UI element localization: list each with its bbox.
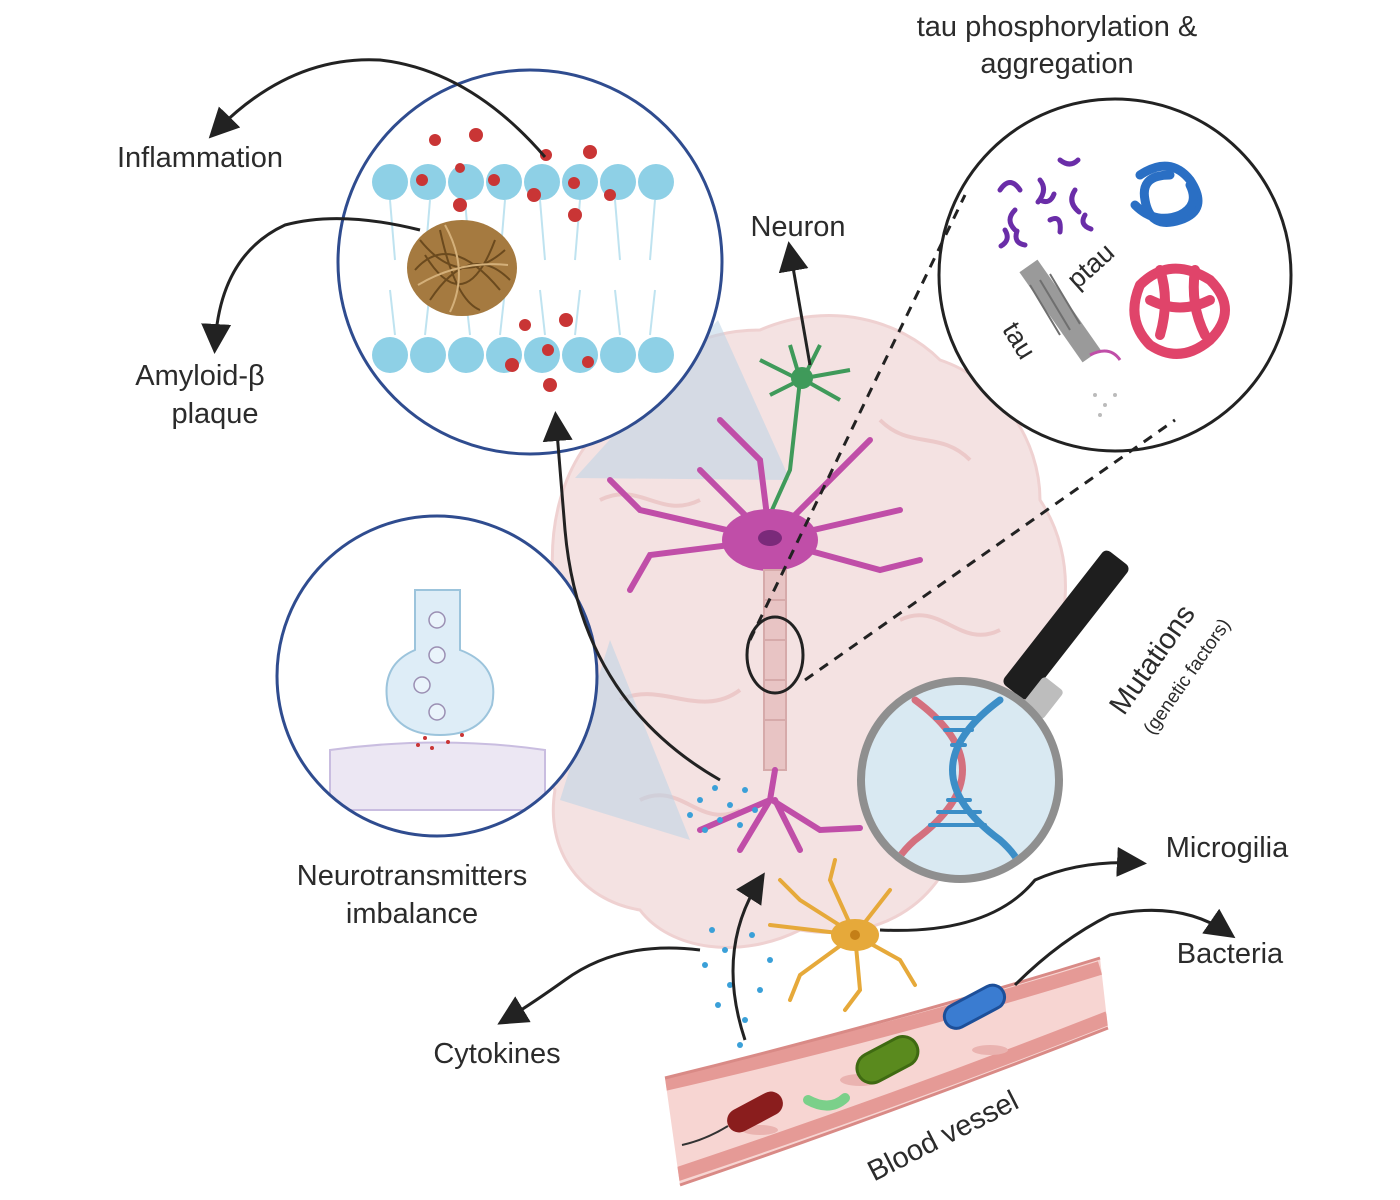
axon-zoom-ellipse <box>745 615 805 695</box>
arrow-synapse-to-membrane <box>542 411 721 782</box>
cytokine-dots <box>702 927 773 1048</box>
tau-tangle-red <box>1129 263 1230 359</box>
synapse-zoom-circle <box>275 514 599 838</box>
arrow-to-microglia <box>879 846 1147 932</box>
microglia-cell <box>768 858 917 1012</box>
magnifying-glass <box>857 550 1129 883</box>
label-tau-title-line1: tau phosphorylation & <box>917 11 1198 43</box>
label-amyloid-line1: Amyloid-β <box>135 360 264 392</box>
tau-fibril <box>1019 259 1122 363</box>
label-neuron: Neuron <box>750 211 845 243</box>
amyloid-monomers <box>416 128 616 392</box>
neurotransmitter-dots <box>687 785 758 833</box>
tau-dashed-connectors <box>748 194 1176 682</box>
arrows <box>201 58 1236 1041</box>
green-neuron <box>759 344 851 511</box>
label-amyloid-line2: plaque <box>171 398 258 430</box>
amyloid-plaque <box>407 220 517 316</box>
dna-helix-icon <box>890 696 1025 875</box>
synapse-projection-cone <box>560 640 690 840</box>
tau-tangle-blue <box>1130 161 1203 227</box>
arrow-cytokines-up <box>731 872 765 1041</box>
arrow-to-neuron <box>778 241 812 366</box>
axon <box>697 569 863 853</box>
membrane-zoom-circle <box>336 68 724 456</box>
label-cytokines: Cytokines <box>433 1038 560 1070</box>
arrow-to-bacteria <box>1013 908 1236 987</box>
label-tau-title-line2: aggregation <box>980 48 1133 80</box>
arrow-to-inflammation <box>208 58 547 158</box>
label-neurotransmitters-line2: imbalance <box>346 898 478 930</box>
bacteria <box>681 983 1007 1146</box>
label-microglia: Microgilia <box>1166 832 1289 864</box>
label-inflammation: Inflammation <box>117 142 283 174</box>
label-bacteria: Bacteria <box>1177 938 1284 970</box>
tau-zoom-circle <box>937 97 1293 453</box>
arrow-to-cytokines <box>497 946 701 1025</box>
label-neurotransmitters-line1: Neurotransmitters <box>297 860 527 892</box>
ptau-fragments <box>997 157 1094 249</box>
arrow-to-amyloid-plaque <box>201 217 421 354</box>
